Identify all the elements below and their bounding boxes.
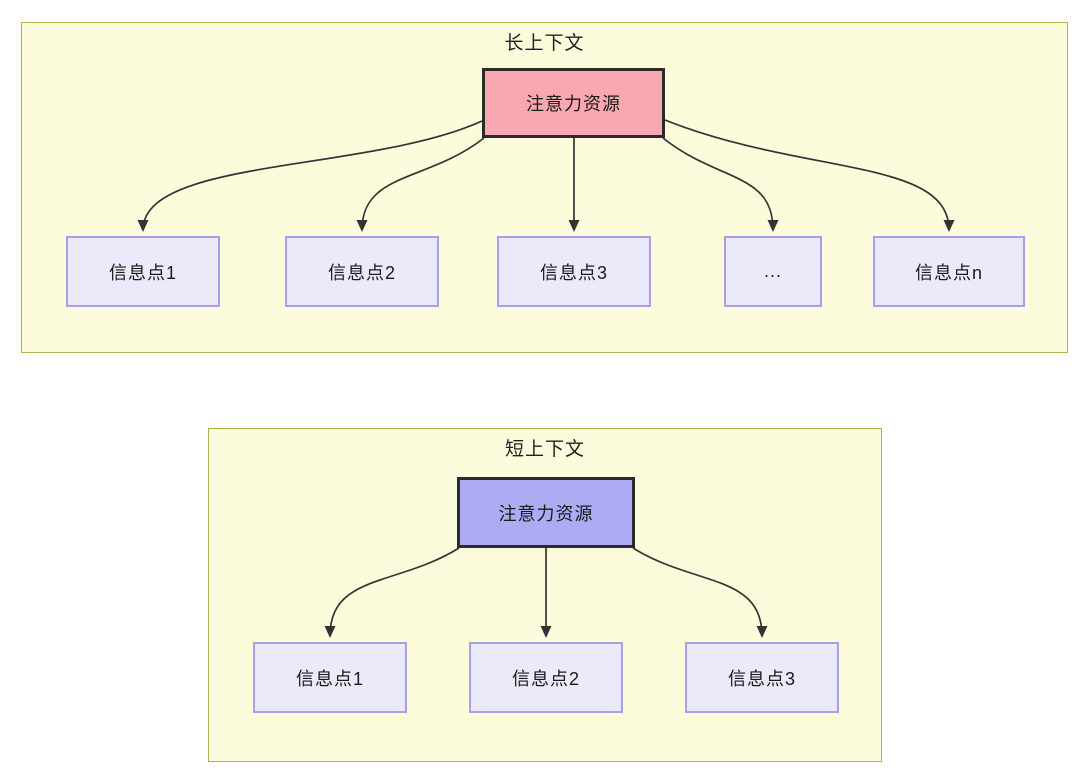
info-point-label: 信息点1 <box>108 262 177 283</box>
info-point-box-long-n: 信息点n <box>873 236 1025 307</box>
info-point-label: 信息点2 <box>511 668 580 689</box>
attention-resource-box-long: 注意力资源 <box>482 68 665 138</box>
info-point-box-long-2: 信息点2 <box>285 236 439 307</box>
attention-resource-label: 注意力资源 <box>498 503 594 524</box>
panel-short-context-title: 短上下文 <box>504 439 585 460</box>
info-point-label: ... <box>763 261 782 281</box>
info-point-label: 信息点3 <box>539 262 608 283</box>
attention-resource-label: 注意力资源 <box>526 94 621 114</box>
info-point-box-long-3: 信息点3 <box>497 236 651 307</box>
info-point-box-short-2: 信息点2 <box>469 642 623 713</box>
info-point-label: 信息点3 <box>727 668 796 689</box>
attention-resource-box-short: 注意力资源 <box>457 477 635 548</box>
info-point-box-long-1: 信息点1 <box>66 236 220 307</box>
info-point-label: 信息点1 <box>295 668 364 689</box>
info-point-label: 信息点2 <box>327 262 396 283</box>
info-point-label: 信息点n <box>914 262 983 283</box>
info-point-box-short-1: 信息点1 <box>253 642 407 713</box>
info-point-box-short-3: 信息点3 <box>685 642 839 713</box>
panel-long-context-title: 长上下文 <box>504 33 585 54</box>
info-point-box-long-ellipsis: ... <box>724 236 822 307</box>
